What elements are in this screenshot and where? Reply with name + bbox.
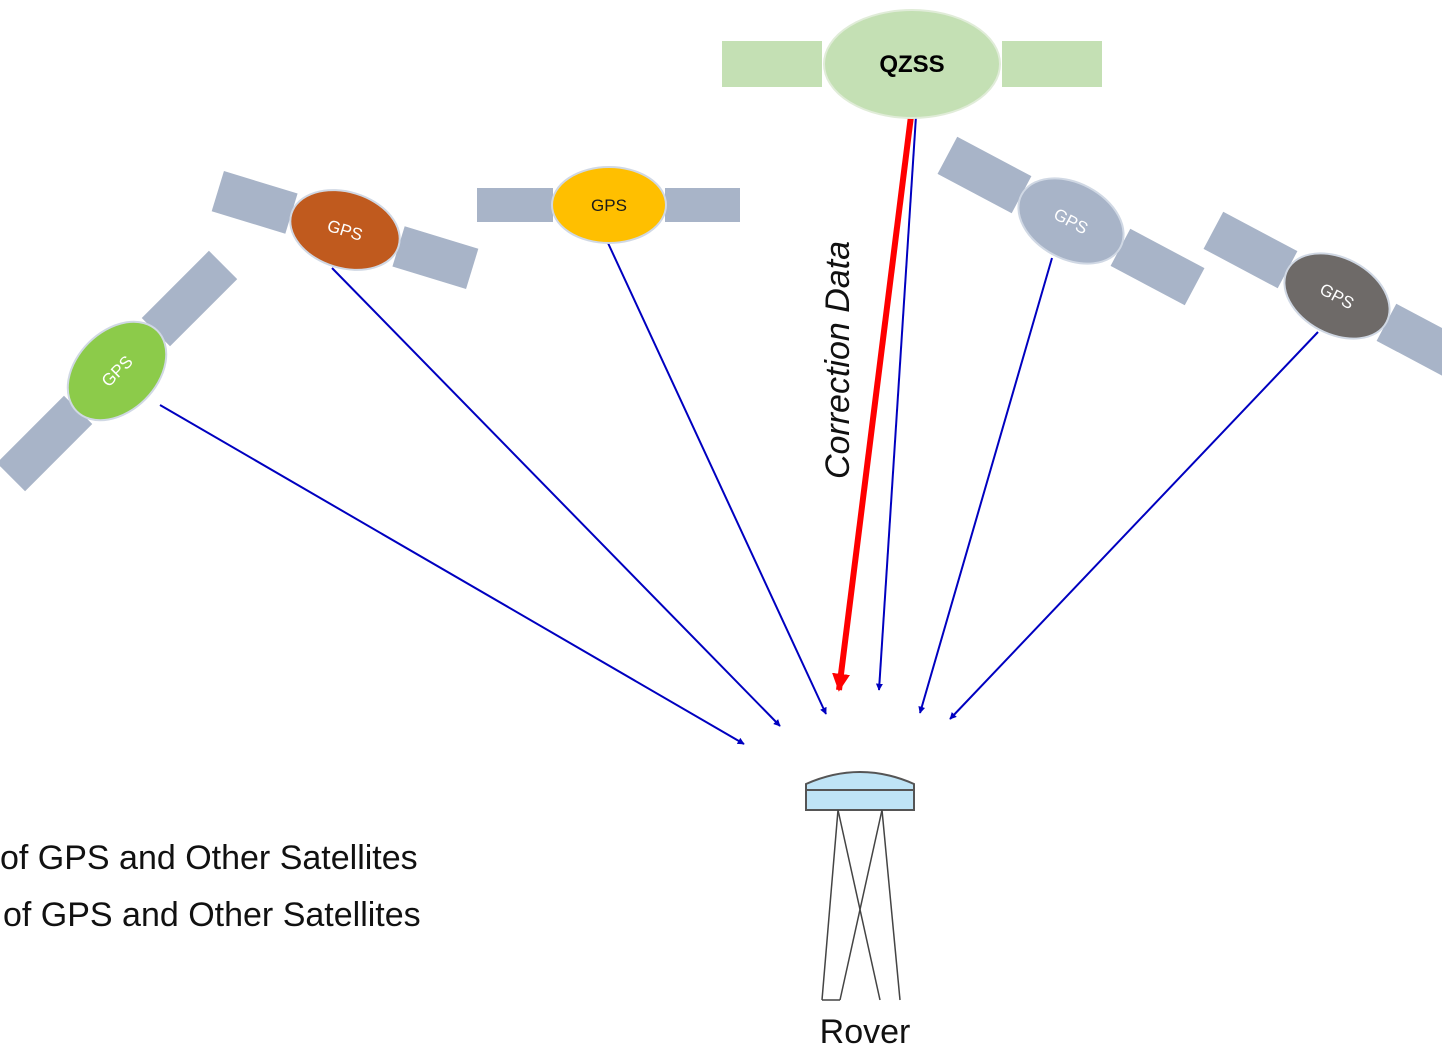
- satellite-body: [1017, 177, 1125, 265]
- signal-line-green-gps: [159, 404, 745, 745]
- signal-line-darkgray-gps: [949, 331, 1319, 720]
- correction-data-arrow: [832, 115, 914, 692]
- rover: Rover: [805, 771, 915, 1051]
- gps-satellite-lightgray: GPS: [937, 136, 1205, 306]
- solar-panel-right: [141, 250, 238, 347]
- solar-panel-right: [392, 226, 479, 289]
- satellite-body: [823, 9, 1001, 119]
- signal-line-brown-gps: [331, 267, 781, 727]
- gps-satellite-darkgray: GPS: [1203, 211, 1442, 381]
- satellite-body: [66, 320, 168, 422]
- solar-panel-left: [937, 136, 1032, 214]
- gps-satellite-brown: GPS: [211, 171, 479, 289]
- gps-satellite-green: GPS: [0, 250, 238, 492]
- solar-panel-right: [1376, 303, 1442, 381]
- legend-line-1: of GPS and Other Satellites: [0, 839, 418, 877]
- rover-label: Rover: [820, 1013, 911, 1051]
- satellite-label: QZSS: [879, 51, 944, 78]
- correction-data-label: Correction Data: [819, 241, 857, 479]
- satellite-body: [1283, 252, 1391, 340]
- legend-line-2: of GPS and Other Satellites: [3, 896, 421, 934]
- rover-antenna-dome: [805, 771, 915, 791]
- satellite-label: GPS: [591, 196, 627, 215]
- satellite-body: [551, 166, 667, 244]
- solar-panel-right: [1110, 228, 1205, 306]
- qzss-satellite: QZSS: [722, 9, 1102, 119]
- gps-satellite-yellow: GPS: [477, 166, 740, 244]
- satellite-body: [289, 189, 401, 271]
- signal-line-qzss: [875, 115, 917, 691]
- solar-panel-left: [211, 171, 298, 234]
- rover-antenna-base: [805, 789, 915, 811]
- solar-panel-left: [0, 395, 93, 492]
- solar-panel-left: [722, 41, 822, 87]
- solar-panel-left: [1203, 211, 1298, 289]
- solar-panel-left: [477, 188, 553, 222]
- signal-line-yellow-gps: [607, 242, 827, 715]
- solar-panel-right: [665, 188, 740, 222]
- signal-line-lightgray-gps: [918, 257, 1053, 714]
- signal-lines: [159, 115, 1319, 745]
- solar-panel-right: [1002, 41, 1102, 87]
- rover-tripod: [821, 809, 901, 1001]
